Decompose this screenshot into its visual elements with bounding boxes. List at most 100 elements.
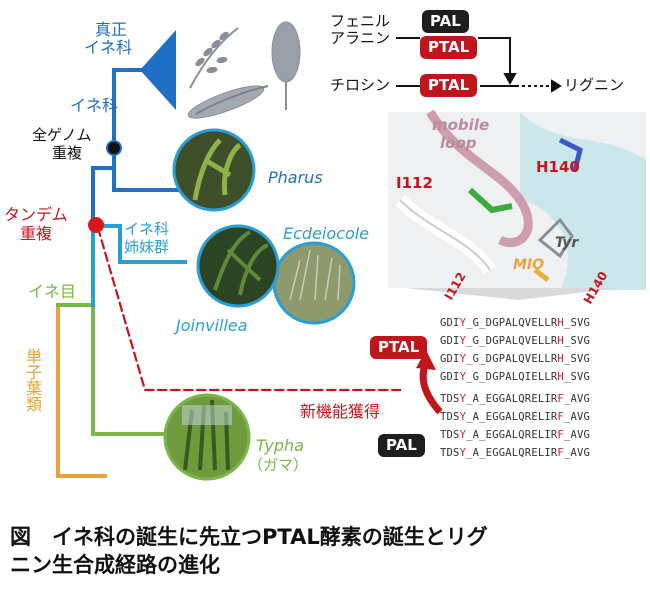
true-poaceae-label-1: 真正 bbox=[95, 20, 128, 39]
species-typha: Typha bbox=[256, 436, 304, 455]
ecdeiocole-photo bbox=[272, 241, 356, 325]
alignment-row: TDSY_A_EGGALQRELIRF_AVG bbox=[440, 394, 590, 405]
monocot-label: 単子葉類 bbox=[23, 348, 42, 412]
typha-branch bbox=[91, 303, 167, 436]
alignment-seq-part: _A_EGGALQRELIR bbox=[466, 393, 558, 405]
alignment-pal-badge: PAL bbox=[378, 434, 425, 457]
wgd-label-2: 重複 bbox=[52, 144, 83, 162]
alignment-seq-part: H bbox=[557, 353, 564, 365]
alignment-seq-part: TDS bbox=[440, 447, 460, 459]
alignment-seq-part: _SVG bbox=[563, 371, 591, 383]
alignment-seq-part: _SVG bbox=[563, 353, 591, 365]
alignment-seq-part: _G_DGPALQVELLR bbox=[466, 317, 558, 329]
tandem-label-1: タンデム bbox=[4, 205, 68, 224]
tandem-node bbox=[88, 217, 104, 233]
alignment-seq-part: H bbox=[557, 335, 564, 347]
grass-illustrations bbox=[187, 21, 301, 119]
alignment-seq-part: Y bbox=[459, 371, 467, 383]
alignment-seq-part: Y bbox=[459, 393, 467, 405]
species-joinvillea: Joinvillea bbox=[176, 316, 248, 335]
tandem-label-2: 重複 bbox=[20, 224, 53, 243]
true-poaceae-label-2: イネ科 bbox=[84, 38, 133, 57]
true-poaceae-triangle bbox=[140, 30, 176, 110]
alignment-seq-part: F bbox=[557, 429, 564, 441]
alignment-seq-part: TDS bbox=[440, 411, 460, 423]
alignment-seq-part: _AVG bbox=[563, 447, 591, 459]
alignment-seq-part: _AVG bbox=[563, 411, 591, 423]
gain-arrow bbox=[419, 363, 443, 415]
wgd-node bbox=[106, 140, 122, 156]
pathway-ptal-badge-1: PTAL bbox=[420, 36, 478, 59]
alignment-seq-part: Y bbox=[459, 411, 467, 423]
alignment-seq-part: _AVG bbox=[563, 429, 591, 441]
caption-line-2: ニン生合成経路の進化 bbox=[10, 553, 220, 578]
alignment-seq-part: GDI bbox=[440, 317, 460, 329]
alignment-seq-part: _AVG bbox=[563, 393, 591, 405]
alignment-seq-part: Y bbox=[459, 429, 467, 441]
alignment-seq-part: _SVG bbox=[563, 317, 591, 329]
sister-clade bbox=[118, 224, 187, 264]
alignment-seq-part: _A_EGGALQRELIR bbox=[466, 447, 558, 459]
alignment-seq-part: Y bbox=[459, 353, 467, 365]
pathway-ptal-badge-2: PTAL bbox=[420, 74, 478, 97]
mio-label: MIO bbox=[513, 257, 545, 273]
alignment-row: GDIY_G_DGPALQVELLRH_SVG bbox=[440, 318, 590, 329]
gain-label: 新機能獲得 bbox=[300, 402, 381, 421]
i112-structure-label: I112 bbox=[396, 174, 433, 192]
phylogenetic-tree bbox=[56, 68, 402, 478]
alignment-row: GDIY_G_DGPALQIELLRH_SVG bbox=[440, 372, 590, 383]
alignment-seq-part: F bbox=[557, 447, 564, 459]
species-ecdeiocole: Ecdeiocole bbox=[283, 224, 370, 243]
caption-line-1: 図 イネ科の誕生に先立つPTAL酵素の誕生とリグ bbox=[10, 525, 488, 549]
alignment-seq-part: _G_DGPALQIELLR bbox=[466, 371, 558, 383]
phenylalanine-label-2: アラニン bbox=[330, 29, 391, 47]
alignment-ptal-badge: PTAL bbox=[370, 336, 428, 359]
figure-caption: 図 イネ科の誕生に先立つPTAL酵素の誕生とリグ ニン生合成経路の進化 bbox=[10, 523, 640, 580]
alignment-seq-part: _A_EGGALQRELIR bbox=[466, 429, 558, 441]
alignment-seq-part: H bbox=[557, 371, 564, 383]
h140-structure-label: H140 bbox=[536, 158, 580, 176]
alignment-seq-part: F bbox=[557, 393, 564, 405]
alignment-seq-part: Y bbox=[459, 447, 467, 459]
protein-structure bbox=[388, 109, 646, 300]
wgd-label-1: 全ゲノム bbox=[32, 126, 92, 144]
alignment-seq-part: _G_DGPALQVELLR bbox=[466, 335, 558, 347]
alignment-seq-part: _SVG bbox=[563, 335, 591, 347]
alignment-seq-part: TDS bbox=[440, 393, 460, 405]
true-poaceae-branch bbox=[112, 68, 142, 150]
species-typha-jp: （ガマ） bbox=[248, 456, 309, 474]
alignment-row: GDIY_G_DGPALQVELLRH_SVG bbox=[440, 354, 590, 365]
alignment-seq-part: Y bbox=[459, 335, 467, 347]
gain-arrow-head bbox=[416, 350, 436, 370]
alignment-row: TDSY_A_EGGALQRELIRF_AVG bbox=[440, 448, 590, 459]
species-pharus: Pharus bbox=[268, 168, 323, 187]
species-photos bbox=[163, 128, 356, 481]
sister-label-2: 姉妹群 bbox=[124, 238, 170, 256]
alignment-seq-part: H bbox=[557, 317, 564, 329]
poaceae-label: イネ科 bbox=[70, 96, 119, 115]
alignment-seq-part: Y bbox=[459, 317, 467, 329]
tyr-label: Tyr bbox=[555, 235, 579, 251]
monocot-branch bbox=[56, 303, 107, 478]
alignment-seq-part: GDI bbox=[440, 371, 460, 383]
pathway-pal-badge: PAL bbox=[422, 10, 469, 33]
mobile-loop-label-1: mobile bbox=[432, 116, 490, 134]
alignment-seq-part: F bbox=[557, 411, 564, 423]
alignment-seq-part: _G_DGPALQVELLR bbox=[466, 353, 558, 365]
lignin-label: リグニン bbox=[564, 76, 625, 94]
alignment-seq-part: GDI bbox=[440, 353, 460, 365]
poales-label: イネ目 bbox=[28, 282, 77, 301]
alignment-seq-part: TDS bbox=[440, 429, 460, 441]
poaceae-stem bbox=[91, 166, 116, 228]
alignment-row: TDSY_A_EGGALQRELIRF_AVG bbox=[440, 412, 590, 423]
alignment-seq-part: _A_EGGALQRELIR bbox=[466, 411, 558, 423]
pharus-photo bbox=[172, 128, 256, 212]
alignment-seq-part: GDI bbox=[440, 335, 460, 347]
alignment-row: GDIY_G_DGPALQVELLRH_SVG bbox=[440, 336, 590, 347]
alignment-row: TDSY_A_EGGALQRELIRF_AVG bbox=[440, 430, 590, 441]
phenylalanine-label-1: フェニル bbox=[330, 12, 391, 30]
pharus-branch bbox=[112, 148, 180, 192]
tyrosine-label: チロシン bbox=[330, 76, 391, 94]
